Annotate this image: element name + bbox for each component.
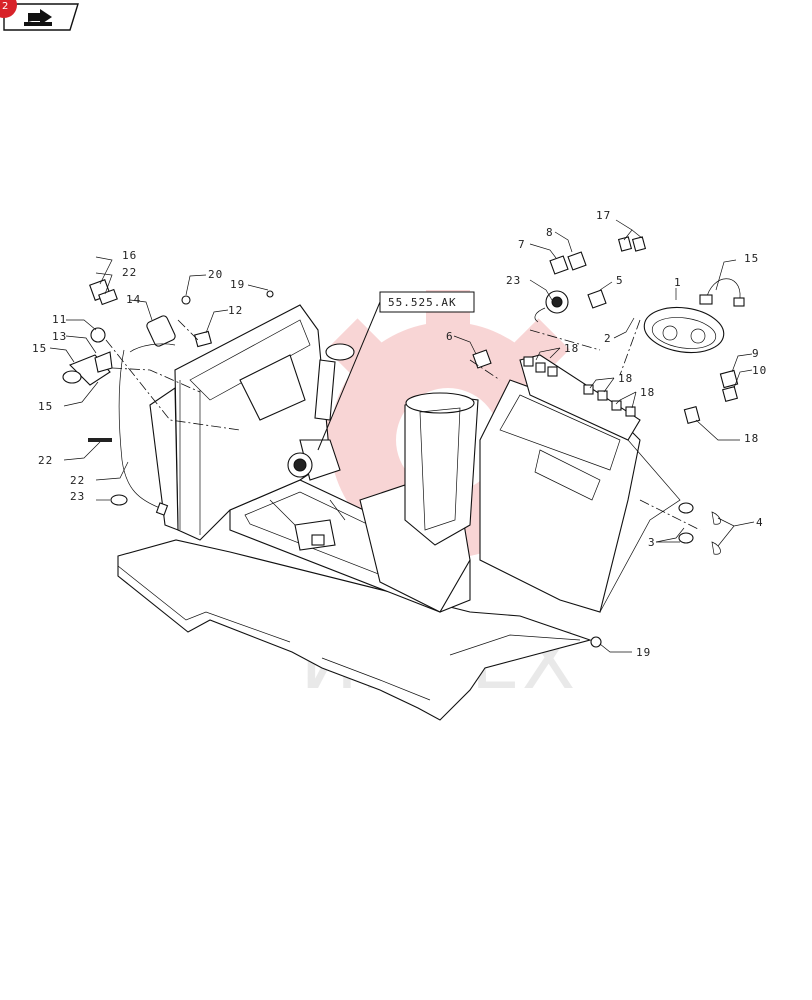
callout-9: 9: [752, 347, 760, 360]
callout-22-c: 23: [70, 490, 85, 503]
callout-13: 13: [52, 330, 67, 343]
callout-15-b: 15: [38, 400, 53, 413]
callout-18: 17: [596, 209, 611, 222]
svg-text:2: 2: [2, 1, 8, 12]
callout-1: 1: [674, 276, 682, 289]
steering-bracket: [287, 343, 355, 481]
badge-icon: 2: [0, 0, 17, 18]
callout-21: 22: [70, 474, 85, 487]
callout-5: 5: [616, 274, 624, 287]
callout-14: 14: [126, 293, 141, 306]
clip-group: [266, 290, 721, 648]
callout-19-b: 19: [636, 646, 651, 659]
callout-18-b: 18: [564, 342, 579, 355]
harness-21: [88, 343, 176, 516]
callout-16: 16: [122, 249, 137, 262]
callout-4: 4: [756, 516, 764, 529]
callout-23: 23: [506, 274, 521, 287]
switch-group-top: [89, 279, 212, 348]
callout-8: 8: [546, 226, 554, 239]
connector-group: [523, 356, 636, 417]
center-console: [404, 392, 479, 546]
instrument-cluster: [643, 278, 745, 354]
page-back-icon: [24, 9, 52, 26]
ignition-assembly: [62, 351, 113, 386]
callout-20: 20: [208, 268, 223, 281]
callout-15: 15: [32, 342, 47, 355]
callout-2: 2: [604, 332, 612, 345]
callout-18-e: 18: [744, 432, 759, 445]
callout-10: 10: [752, 364, 767, 377]
pedal-switch: [269, 499, 346, 551]
callout-17: 15: [744, 252, 759, 265]
callout-22-b: 22: [38, 454, 53, 467]
callouts: 16 22 20 19 14 12 11 13 15 15 22 22 23 1…: [32, 209, 767, 659]
reference-box[interactable]: 55.525.AK: [379, 291, 475, 313]
callout-19: 19: [230, 278, 245, 291]
callout-18-d: 18: [640, 386, 655, 399]
callout-18-c: 18: [618, 372, 633, 385]
callout-22: 22: [122, 266, 137, 279]
callout-11: 11: [52, 313, 67, 326]
callout-3: 3: [648, 536, 656, 549]
callout-6: 6: [446, 330, 454, 343]
callout-12: 12: [228, 304, 243, 317]
callout-7: 7: [518, 238, 526, 251]
leader-lines: [49, 219, 755, 653]
left-cowl: [149, 304, 331, 541]
assembly-lines: [105, 319, 701, 531]
switch-group-right: [472, 236, 739, 424]
nav-button[interactable]: [3, 3, 79, 31]
reference-label: 55.525.AK: [388, 296, 457, 309]
